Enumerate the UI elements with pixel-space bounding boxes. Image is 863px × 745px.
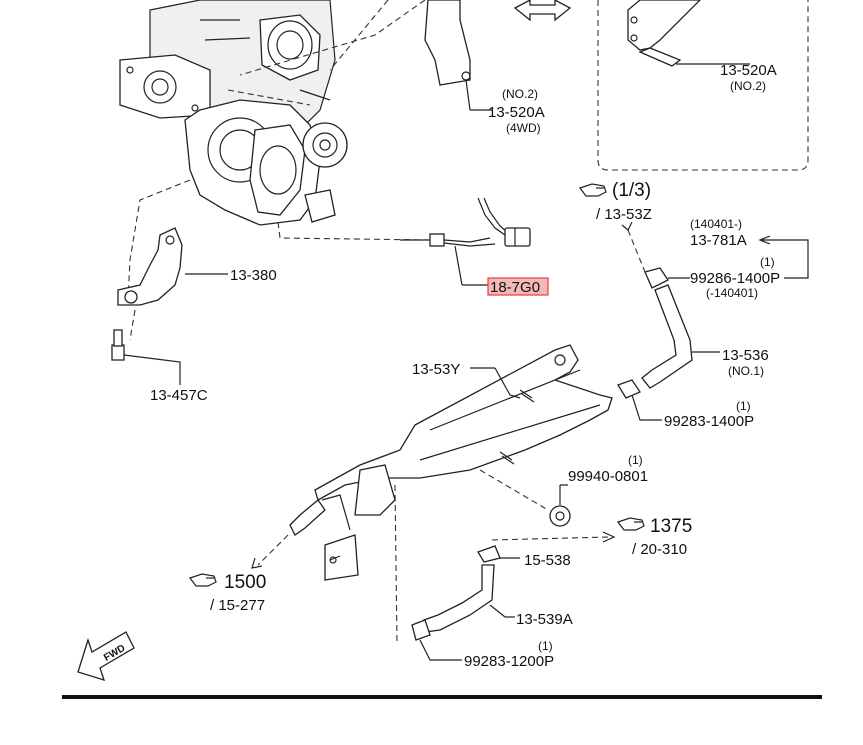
label-part: 99283-1400P bbox=[664, 413, 754, 430]
ref-1500[interactable]: 1500 / 15-277 bbox=[189, 572, 266, 614]
pipe-13-53y bbox=[251, 344, 613, 581]
hand-pointer-icon bbox=[617, 517, 645, 531]
label-date: (-140401) bbox=[706, 286, 758, 300]
label-99286-1400p[interactable]: (1) 99286-1400P (-140401) bbox=[690, 255, 780, 300]
bracket-13-520a-left bbox=[424, 0, 492, 111]
hand-pointer-icon bbox=[189, 573, 217, 587]
label-13-520a-right[interactable]: 13-520A (NO.2) bbox=[720, 62, 777, 93]
label-13-457c[interactable]: 13-457C bbox=[150, 387, 208, 404]
ref-sub: / 20-310 bbox=[632, 541, 687, 558]
label-no: (NO.2) bbox=[730, 79, 766, 93]
label-note: (4WD) bbox=[506, 121, 541, 135]
ref-sub: / 13-53Z bbox=[596, 206, 652, 223]
label-qty: (1) bbox=[760, 255, 775, 269]
nut-99940-0801 bbox=[479, 469, 571, 527]
label-13-53y[interactable]: 13-53Y bbox=[412, 361, 460, 378]
label-part: 13-536 bbox=[722, 347, 769, 364]
label-13-536[interactable]: 13-536 (NO.1) bbox=[722, 347, 769, 378]
label-part: 13-520A bbox=[488, 104, 545, 121]
double-arrow-icon bbox=[513, 0, 572, 22]
fwd-arrow-icon: FWD bbox=[77, 631, 135, 681]
label-99940-0801[interactable]: (1) 99940-0801 bbox=[568, 453, 648, 485]
label-13-520a-left[interactable]: (NO.2) 13-520A (4WD) bbox=[488, 87, 545, 135]
ref-1-3[interactable]: (1/3) / 13-53Z bbox=[579, 180, 652, 223]
label-qty: (1) bbox=[538, 639, 553, 653]
label-13-781a[interactable]: (140401-) 13-781A bbox=[690, 217, 747, 249]
hand-pointer-icon bbox=[579, 183, 607, 197]
label-15-538[interactable]: 15-538 bbox=[524, 552, 571, 569]
label-date: (140401-) bbox=[690, 217, 742, 231]
label-no2: (NO.2) bbox=[502, 87, 538, 101]
label-99283-1200p[interactable]: (1) 99283-1200P bbox=[464, 639, 554, 670]
ref-1375[interactable]: 1375 / 20-310 bbox=[617, 516, 692, 558]
label-part: 13-520A bbox=[720, 62, 777, 79]
label-part: 99286-1400P bbox=[690, 270, 780, 287]
inset-box bbox=[597, 0, 809, 171]
ref-main: 1375 bbox=[650, 516, 692, 537]
label-99283-1400p[interactable]: (1) 99283-1400P bbox=[664, 399, 754, 430]
label-part: 99940-0801 bbox=[568, 468, 648, 485]
label-part: 13-781A bbox=[690, 232, 747, 249]
highlight-box bbox=[487, 277, 549, 296]
bracket-13-380 bbox=[117, 227, 228, 306]
sensor-18-7g0 bbox=[400, 197, 531, 286]
label-no: (NO.1) bbox=[728, 364, 764, 378]
bolt-13-457c bbox=[111, 329, 181, 385]
hose-13-536 bbox=[617, 221, 809, 421]
ref-main: 1500 bbox=[224, 572, 266, 593]
label-18-7g0[interactable]: 18-7G0 bbox=[490, 279, 540, 296]
label-13-380[interactable]: 13-380 bbox=[230, 267, 277, 284]
hose-15-538 bbox=[394, 484, 616, 661]
label-qty: (1) bbox=[628, 453, 643, 467]
turbocharger-assembly bbox=[119, 0, 348, 226]
label-13-539a[interactable]: 13-539A bbox=[516, 611, 573, 628]
ref-sub: / 15-277 bbox=[210, 597, 265, 614]
dashed-leaders bbox=[127, 0, 431, 341]
ref-main: (1/3) bbox=[612, 180, 651, 201]
label-part: 99283-1200P bbox=[464, 653, 554, 670]
label-qty: (1) bbox=[736, 399, 751, 413]
